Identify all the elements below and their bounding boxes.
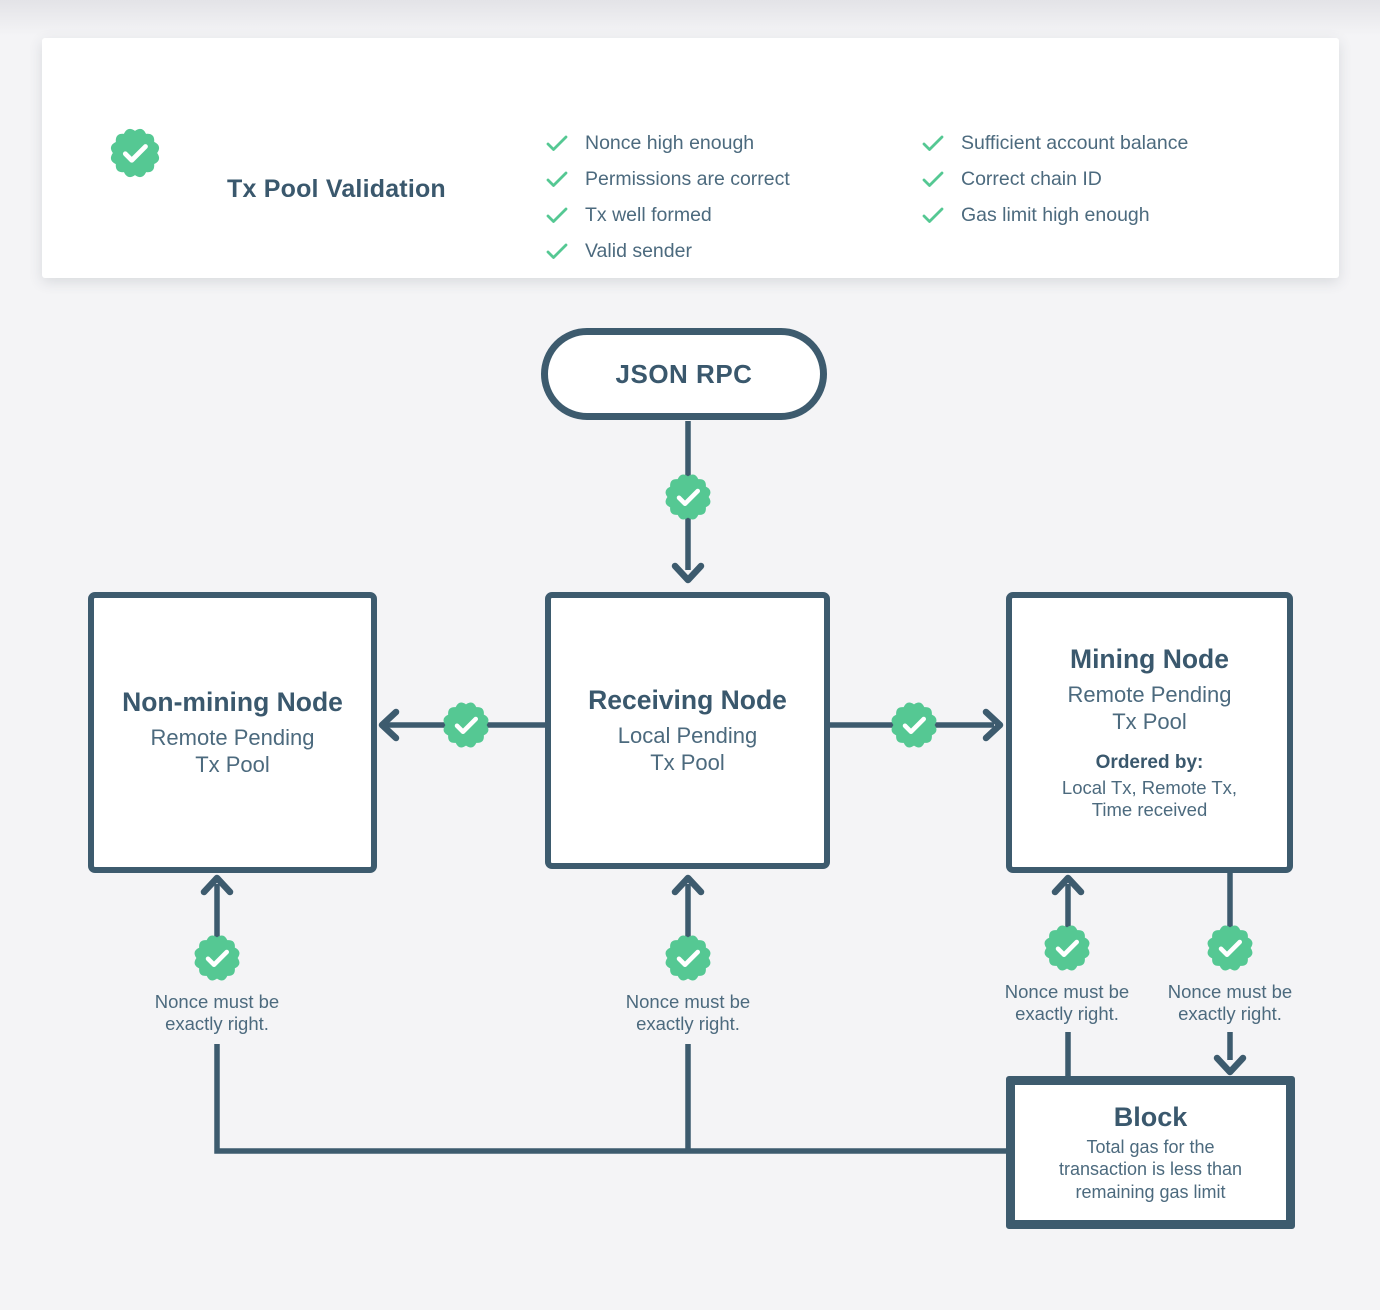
checklist-item: Gas limit high enough xyxy=(922,197,1188,233)
check-icon xyxy=(922,171,944,188)
node-subtitle: Local Pending Tx Pool xyxy=(617,723,758,775)
arrowhead-up-icon xyxy=(200,874,234,896)
ordered-by-label: Ordered by: xyxy=(1095,752,1204,773)
node-title: Block xyxy=(1113,1101,1188,1132)
caption-nonce: Nonce must be exactly right. xyxy=(154,991,280,1034)
node-json-rpc: JSON RPC xyxy=(541,328,827,420)
checklist-item-label: Correct chain ID xyxy=(961,167,1102,190)
arrowhead-down-icon xyxy=(1213,1054,1247,1076)
checklist-item-label: Permissions are correct xyxy=(585,167,790,190)
connector-bottom-left-to-block xyxy=(214,1044,1010,1154)
node-receiving: Receiving Node Local Pending Tx Pool xyxy=(545,592,830,869)
checklist-item: Valid sender xyxy=(546,233,790,269)
seal-check-icon xyxy=(887,698,941,752)
seal-check-icon xyxy=(106,124,164,182)
validation-card: Tx Pool Validation Nonce high enough Per… xyxy=(42,38,1339,278)
seal-check-icon xyxy=(1040,921,1094,975)
node-subtitle: Remote Pending Tx Pool xyxy=(150,725,315,777)
checklist-item: Permissions are correct xyxy=(546,161,790,197)
check-icon xyxy=(922,207,944,224)
check-icon xyxy=(546,207,568,224)
caption-nonce: Nonce must be exactly right. xyxy=(625,991,751,1034)
caption-nonce: Nonce must be exactly right. xyxy=(1167,981,1293,1024)
checklist-item: Correct chain ID xyxy=(922,161,1188,197)
arrowhead-up-icon xyxy=(1051,874,1085,896)
arrowhead-right-icon xyxy=(982,708,1004,742)
checklist-item-label: Tx well formed xyxy=(585,203,712,226)
seal-check-icon xyxy=(439,698,493,752)
checklist-right: Sufficient account balance Correct chain… xyxy=(922,125,1188,233)
arrowhead-down-icon xyxy=(671,562,705,584)
check-icon xyxy=(546,135,568,152)
node-non-mining: Non-mining Node Remote Pending Tx Pool xyxy=(88,592,377,873)
node-title: Receiving Node xyxy=(588,685,787,715)
node-block: Block Total gas for the transaction is l… xyxy=(1006,1076,1295,1229)
seal-check-icon xyxy=(190,931,244,985)
checklist-item: Tx well formed xyxy=(546,197,790,233)
checklist-item-label: Valid sender xyxy=(585,239,692,262)
node-description: Total gas for the transaction is less th… xyxy=(1058,1136,1243,1202)
check-icon xyxy=(922,135,944,152)
arrowhead-left-icon xyxy=(378,708,400,742)
node-title: Mining Node xyxy=(1070,644,1229,674)
node-json-rpc-label: JSON RPC xyxy=(615,358,753,389)
checklist-item: Sufficient account balance xyxy=(922,125,1188,161)
seal-check-icon xyxy=(661,931,715,985)
checklist-item-label: Nonce high enough xyxy=(585,131,755,154)
ordered-by-items: Local Tx, Remote Tx, Time received xyxy=(1061,777,1238,820)
seal-check-icon xyxy=(1203,921,1257,975)
caption-nonce: Nonce must be exactly right. xyxy=(1004,981,1130,1024)
node-subtitle: Remote Pending Tx Pool xyxy=(1067,682,1232,734)
checklist-item: Nonce high enough xyxy=(546,125,790,161)
check-icon xyxy=(546,171,568,188)
arrowhead-up-icon xyxy=(671,874,705,896)
check-icon xyxy=(546,243,568,260)
checklist-item-label: Sufficient account balance xyxy=(961,131,1189,154)
node-mining: Mining Node Remote Pending Tx Pool Order… xyxy=(1006,592,1293,873)
card-title: Tx Pool Validation xyxy=(227,175,446,203)
checklist-left: Nonce high enough Permissions are correc… xyxy=(546,125,790,269)
checklist-item-label: Gas limit high enough xyxy=(961,203,1150,226)
seal-check-icon xyxy=(661,470,715,524)
node-title: Non-mining Node xyxy=(122,687,343,717)
